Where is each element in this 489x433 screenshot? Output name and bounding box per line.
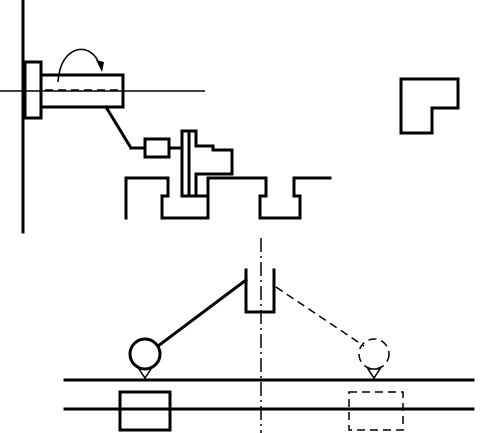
arm-position-solid: [128, 277, 249, 380]
carriage-solid: [118, 390, 172, 432]
l-shaped-workpiece: [399, 77, 460, 135]
arm-position-dashed: [275, 286, 390, 380]
carriage-dashed: [348, 391, 404, 431]
rotation-arrow: [57, 48, 104, 83]
swing-arm-pivot: [244, 268, 276, 314]
gripper-assembly: [143, 129, 234, 198]
conveyor-track-top: [124, 176, 332, 220]
spindle-flange: [23, 60, 43, 120]
slide-rails: [63, 378, 475, 411]
transfer-arm: [103, 104, 147, 151]
